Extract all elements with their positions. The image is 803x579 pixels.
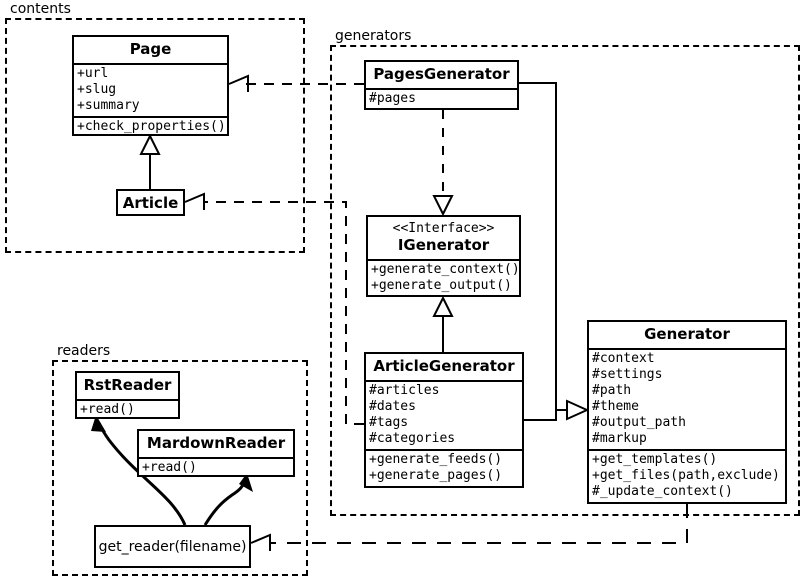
- class-member: #dates: [369, 399, 416, 414]
- class-member: #categories: [369, 431, 456, 446]
- class-box-page[interactable]: Page +url +slug +summary +check_properti…: [72, 35, 229, 136]
- package-readers: [52, 360, 308, 576]
- class-member: +read(): [142, 460, 197, 475]
- class-name-article: Article: [122, 194, 179, 212]
- class-member: #output_path: [592, 415, 686, 430]
- class-name-page: Page: [129, 40, 172, 58]
- package-readers-label: readers: [55, 343, 113, 359]
- class-separator: [74, 63, 227, 65]
- attributes-compartment-generator: #context #settings #path #theme #output_…: [589, 350, 785, 449]
- class-member: #_update_context(): [592, 484, 733, 499]
- class-name-generator: Generator: [644, 325, 730, 343]
- attributes-compartment-page: +url +slug +summary: [74, 65, 227, 116]
- stereotype-label: <<Interface>>: [392, 221, 495, 236]
- operations-compartment-rstreader: +read(): [77, 401, 178, 420]
- class-member: #markup: [592, 431, 647, 446]
- class-name-mardownreader: MardownReader: [146, 434, 286, 452]
- class-member: #pages: [369, 91, 416, 106]
- class-separator: [74, 116, 227, 118]
- class-member: +slug: [77, 82, 117, 97]
- class-member: +url: [77, 66, 109, 81]
- class-member: +generate_pages(): [369, 468, 503, 483]
- class-separator: [366, 449, 522, 451]
- class-member: #tags: [369, 415, 409, 430]
- operations-compartment-generator: +get_templates() +get_files(path,exclude…: [589, 451, 785, 502]
- class-name-pagesgenerator: PagesGenerator: [373, 65, 510, 83]
- class-separator: [139, 457, 293, 459]
- class-box-articlegenerator[interactable]: ArticleGenerator #articles #dates #tags …: [364, 352, 524, 488]
- class-member: +get_files(path,exclude): [592, 468, 780, 483]
- class-separator: [366, 380, 522, 382]
- class-member: +read(): [80, 402, 135, 417]
- package-contents-label: contents: [8, 1, 73, 17]
- class-box-article[interactable]: Article: [116, 189, 185, 216]
- class-member: +check_properties(): [77, 119, 226, 134]
- class-name-igenerator: <<Interface>> IGenerator: [368, 217, 519, 259]
- class-name-rstreader: RstReader: [83, 376, 172, 394]
- package-contents: [5, 18, 305, 253]
- class-member: #theme: [592, 399, 639, 414]
- attributes-compartment-pagesgenerator: #pages: [366, 90, 517, 109]
- attributes-compartment-articlegenerator: #articles #dates #tags #categories: [366, 382, 522, 449]
- class-separator: [77, 399, 178, 401]
- class-box-rstreader[interactable]: RstReader +read(): [75, 371, 180, 419]
- class-separator: [368, 259, 519, 261]
- class-member: +generate_output(): [371, 278, 512, 293]
- class-name-articlegenerator: ArticleGenerator: [373, 357, 515, 375]
- function-box-get-reader[interactable]: get_reader(filename): [94, 525, 251, 568]
- class-separator: [589, 348, 785, 350]
- class-box-mardownreader[interactable]: MardownReader +read(): [137, 429, 295, 477]
- class-name-text: IGenerator: [397, 236, 490, 254]
- operations-compartment-mardownreader: +read(): [139, 459, 293, 478]
- operations-compartment-articlegenerator: +generate_feeds() +generate_pages(): [366, 451, 522, 486]
- class-separator: [366, 88, 517, 90]
- class-member: #path: [592, 383, 632, 398]
- class-member: #context: [592, 351, 655, 366]
- class-member: #articles: [369, 383, 440, 398]
- class-member: #settings: [592, 367, 663, 382]
- operations-compartment-page: +check_properties(): [74, 118, 227, 137]
- operations-compartment-igenerator: +generate_context() +generate_output(): [368, 261, 520, 296]
- class-member: +get_templates(): [592, 452, 718, 467]
- class-member: +generate_context(): [371, 262, 520, 277]
- class-separator: [589, 449, 785, 451]
- class-member: +generate_feeds(): [369, 452, 503, 467]
- class-box-pagesgenerator[interactable]: PagesGenerator #pages: [364, 60, 519, 110]
- class-member: +summary: [77, 98, 140, 113]
- function-label: get_reader(filename): [98, 538, 247, 555]
- package-generators-label: generators: [333, 28, 414, 44]
- class-box-generator[interactable]: Generator #context #settings #path #them…: [587, 320, 787, 504]
- class-box-igenerator[interactable]: <<Interface>> IGenerator +generate_conte…: [366, 215, 521, 297]
